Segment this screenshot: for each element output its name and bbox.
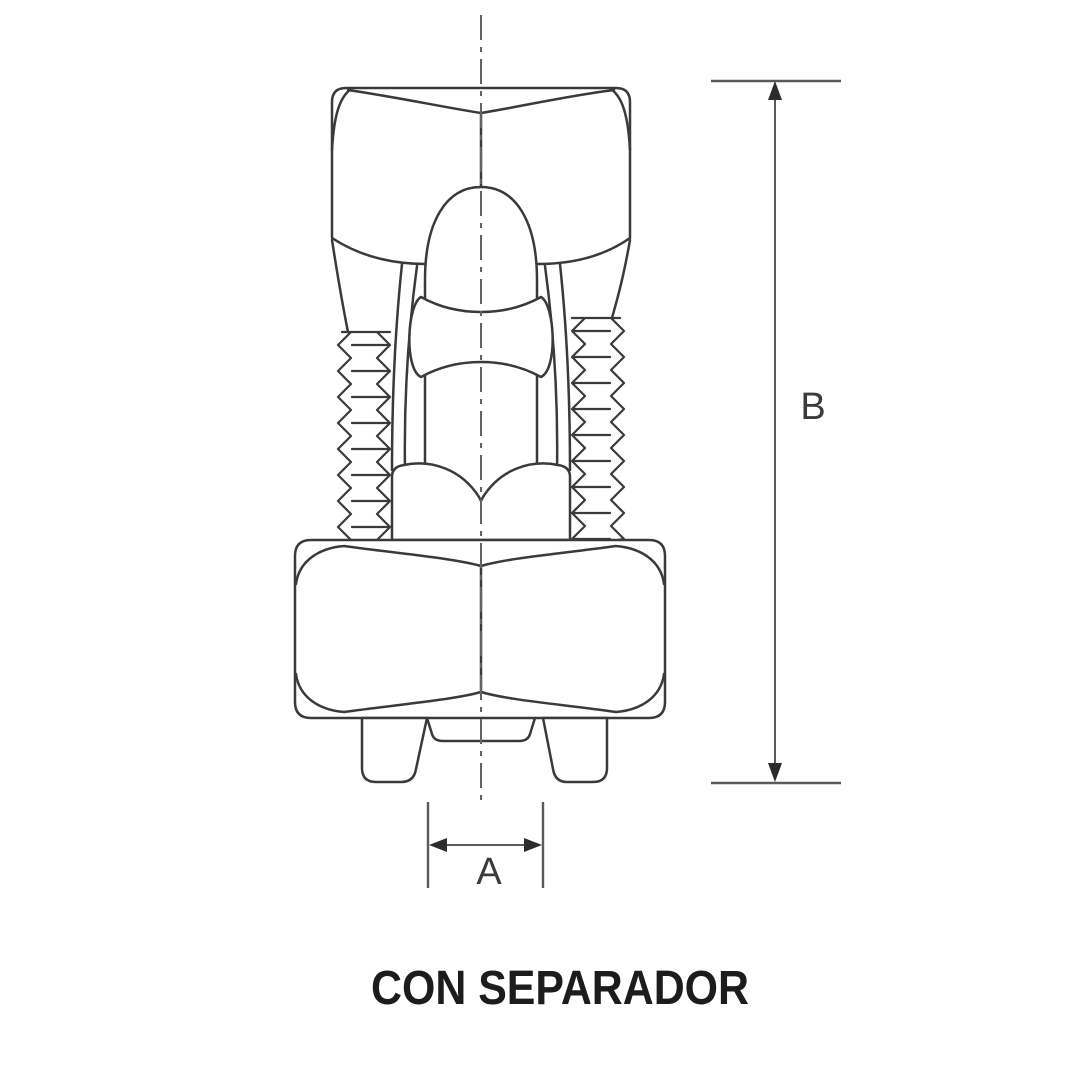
dimension-a-label: A (476, 851, 502, 893)
bottom-nut (293, 538, 667, 720)
right-leg (541, 716, 609, 784)
drawing-title: CON SEPARADOR (371, 962, 749, 1015)
dimension-a-arrow-right (524, 838, 542, 852)
thread-right (570, 316, 626, 542)
connector-legs (360, 716, 609, 784)
dimension-a: A (426, 802, 545, 893)
thread-left (336, 330, 392, 542)
dimension-a-extension-lines (426, 802, 545, 888)
left-leg (360, 716, 429, 784)
dimension-b-arrow-up (768, 81, 782, 100)
dimension-b-label: B (800, 386, 825, 428)
dimension-a-arrow-left (429, 838, 447, 852)
dimension-b-extension-lines (711, 79, 841, 785)
bottom-nut-facets (294, 544, 666, 714)
dimension-b-arrow-down (768, 763, 782, 782)
body-shoulders-and-struts (330, 238, 632, 472)
dimension-b: B (711, 79, 841, 785)
